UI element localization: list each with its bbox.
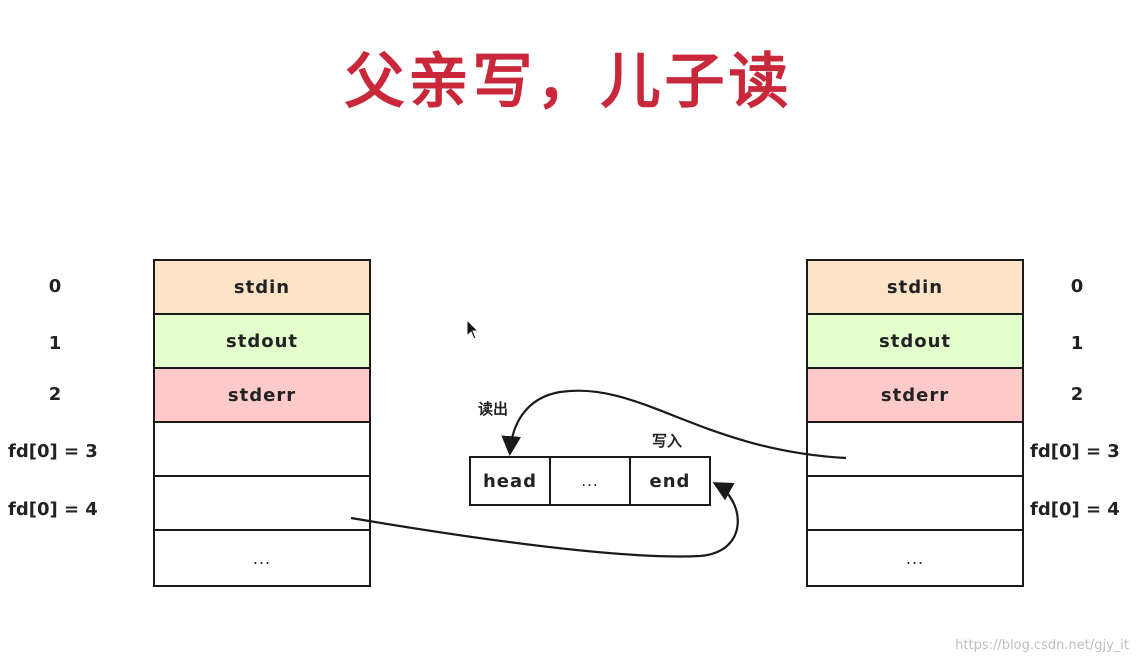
left-cell-fd4 xyxy=(155,477,369,531)
left-index-2: 2 xyxy=(48,384,62,405)
mouse-cursor-icon xyxy=(466,319,480,340)
right-cell-stdout: stdout xyxy=(808,315,1022,369)
left-cell-fd3 xyxy=(155,423,369,477)
right-fd-table: stdin stdout stderr ... xyxy=(806,259,1024,587)
pipe-head-cell: head xyxy=(471,458,551,504)
right-cell-stderr: stderr xyxy=(808,369,1022,423)
write-label: 写入 xyxy=(652,432,683,450)
right-index-fd3: fd[0] = 3 xyxy=(1030,441,1120,462)
diagram-title: 父亲写，儿子读 xyxy=(344,47,793,117)
watermark-text: https://blog.csdn.net/gjy_it xyxy=(955,638,1129,653)
pipe-middle-cell: ... xyxy=(551,458,631,504)
right-cell-fd4 xyxy=(808,477,1022,531)
left-cell-stderr: stderr xyxy=(155,369,369,423)
right-cell-fd3 xyxy=(808,423,1022,477)
right-cell-more: ... xyxy=(808,531,1022,585)
right-index-0: 0 xyxy=(1070,276,1084,297)
pipe-buffer: head ... end xyxy=(469,456,711,506)
left-index-1: 1 xyxy=(48,333,62,354)
read-label: 读出 xyxy=(478,400,509,418)
right-index-2: 2 xyxy=(1070,384,1084,405)
left-fd-table: stdin stdout stderr ... xyxy=(153,259,371,587)
left-index-fd3: fd[0] = 3 xyxy=(8,441,98,462)
left-index-0: 0 xyxy=(48,276,62,297)
left-index-fd4: fd[0] = 4 xyxy=(8,499,98,520)
pipe-end-cell: end xyxy=(649,470,691,492)
right-index-1: 1 xyxy=(1070,333,1084,354)
left-cell-stdout: stdout xyxy=(155,315,369,369)
right-cell-stdin: stdin xyxy=(808,261,1022,315)
left-cell-stdin: stdin xyxy=(155,261,369,315)
right-index-fd4: fd[0] = 4 xyxy=(1030,499,1120,520)
left-cell-more: ... xyxy=(155,531,369,585)
